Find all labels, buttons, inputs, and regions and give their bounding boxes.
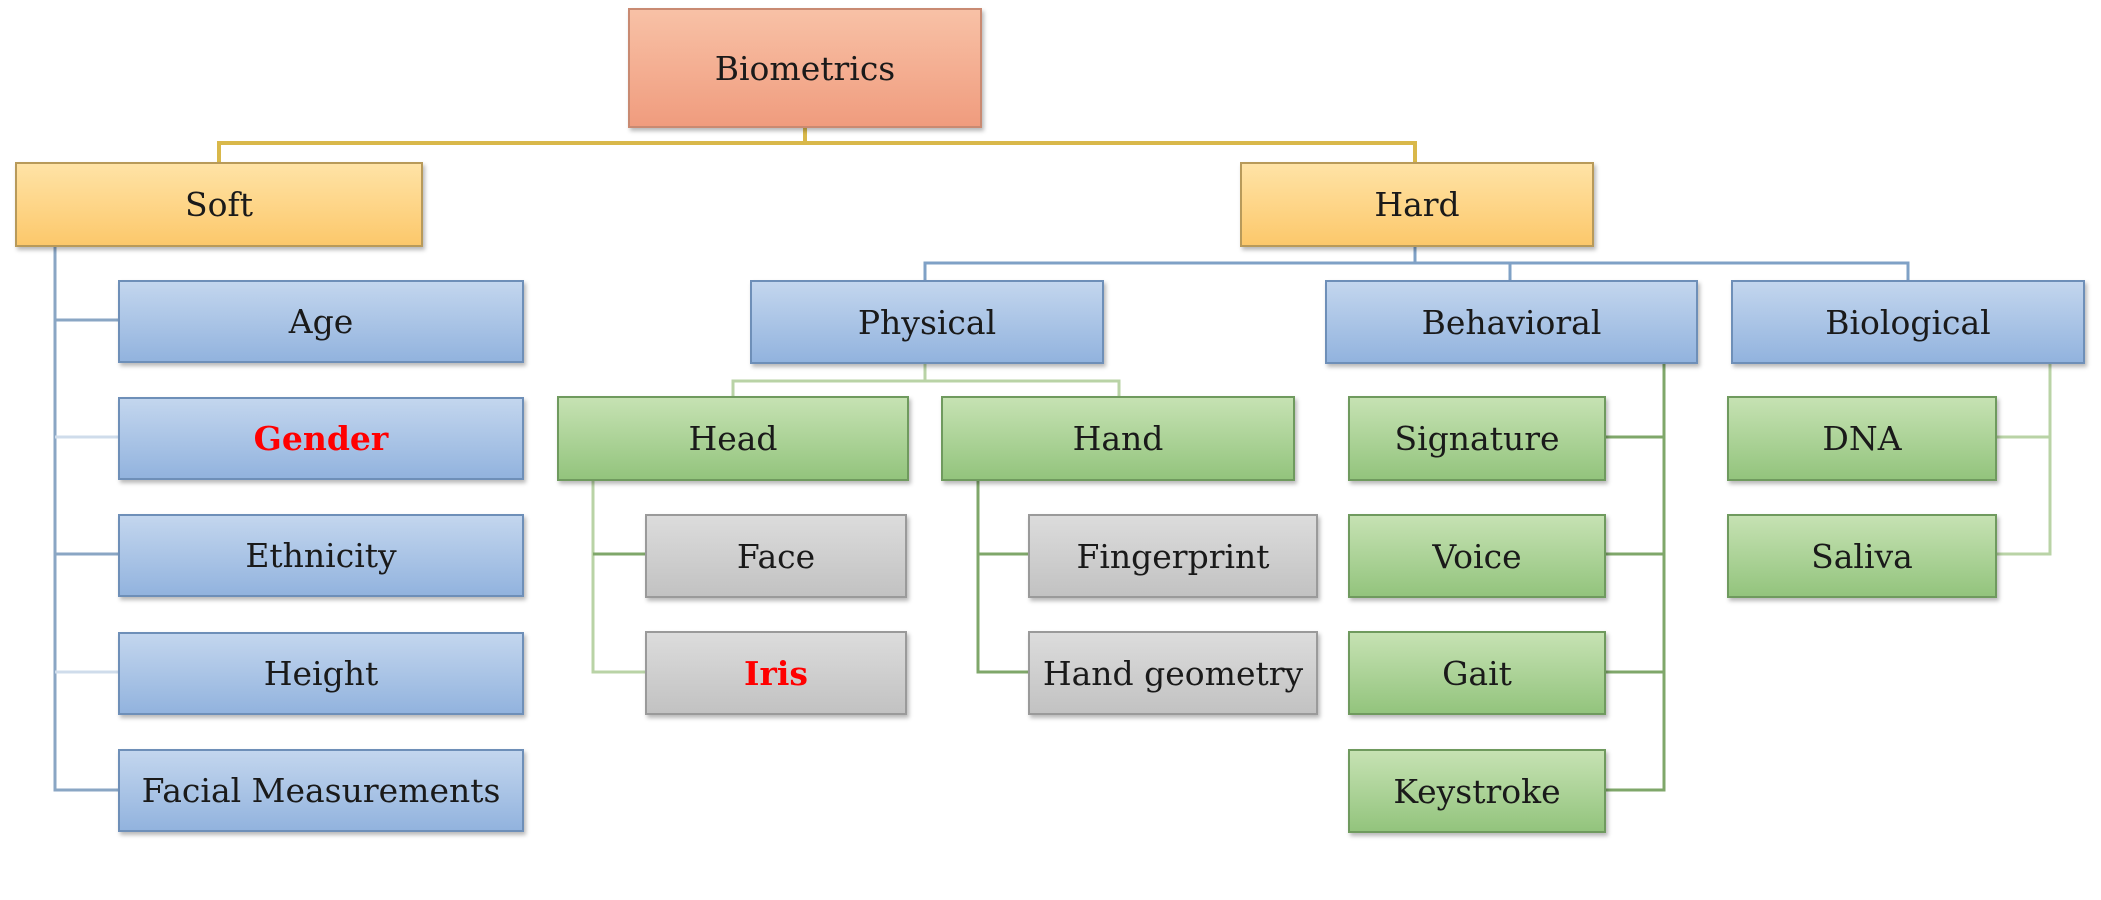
head-connectors	[591, 481, 645, 674]
soft-node: Soft	[15, 162, 423, 247]
soft-trait-gender: Gender	[118, 397, 524, 480]
soft-trait-ethnicity: Ethnicity	[118, 514, 524, 597]
head-item-iris: Iris	[645, 631, 907, 715]
soft-trait-facial-measurements: Facial Measurements	[118, 749, 524, 832]
hand-connectors	[976, 481, 1028, 674]
behavioral-item-signature: Signature	[1348, 396, 1606, 481]
behavioral-item-gait: Gait	[1348, 631, 1606, 715]
hand-item-hand-geometry: Hand geometry	[1028, 631, 1318, 715]
hard-node: Hard	[1240, 162, 1594, 247]
hand-node: Hand	[941, 396, 1295, 481]
biometrics-node: Biometrics	[628, 8, 982, 128]
behavioral-item-voice: Voice	[1348, 514, 1606, 598]
biological-node: Biological	[1731, 280, 2085, 364]
head-item-face: Face	[645, 514, 907, 598]
hard-connectors	[923, 247, 1910, 280]
behavioral-node: Behavioral	[1325, 280, 1698, 364]
hand-item-fingerprint: Fingerprint	[1028, 514, 1318, 598]
biological-item-dna: DNA	[1727, 396, 1997, 481]
root-connectors	[217, 128, 1417, 162]
physical-node: Physical	[750, 280, 1104, 364]
biological-connectors	[1997, 364, 2052, 556]
behavioral-item-keystroke: Keystroke	[1348, 749, 1606, 833]
biological-item-saliva: Saliva	[1727, 514, 1997, 598]
soft-connectors	[53, 247, 118, 792]
soft-trait-age: Age	[118, 280, 524, 363]
behavioral-connectors	[1606, 364, 1666, 792]
head-node: Head	[557, 396, 909, 481]
soft-trait-height: Height	[118, 632, 524, 715]
physical-connectors	[731, 364, 1121, 396]
